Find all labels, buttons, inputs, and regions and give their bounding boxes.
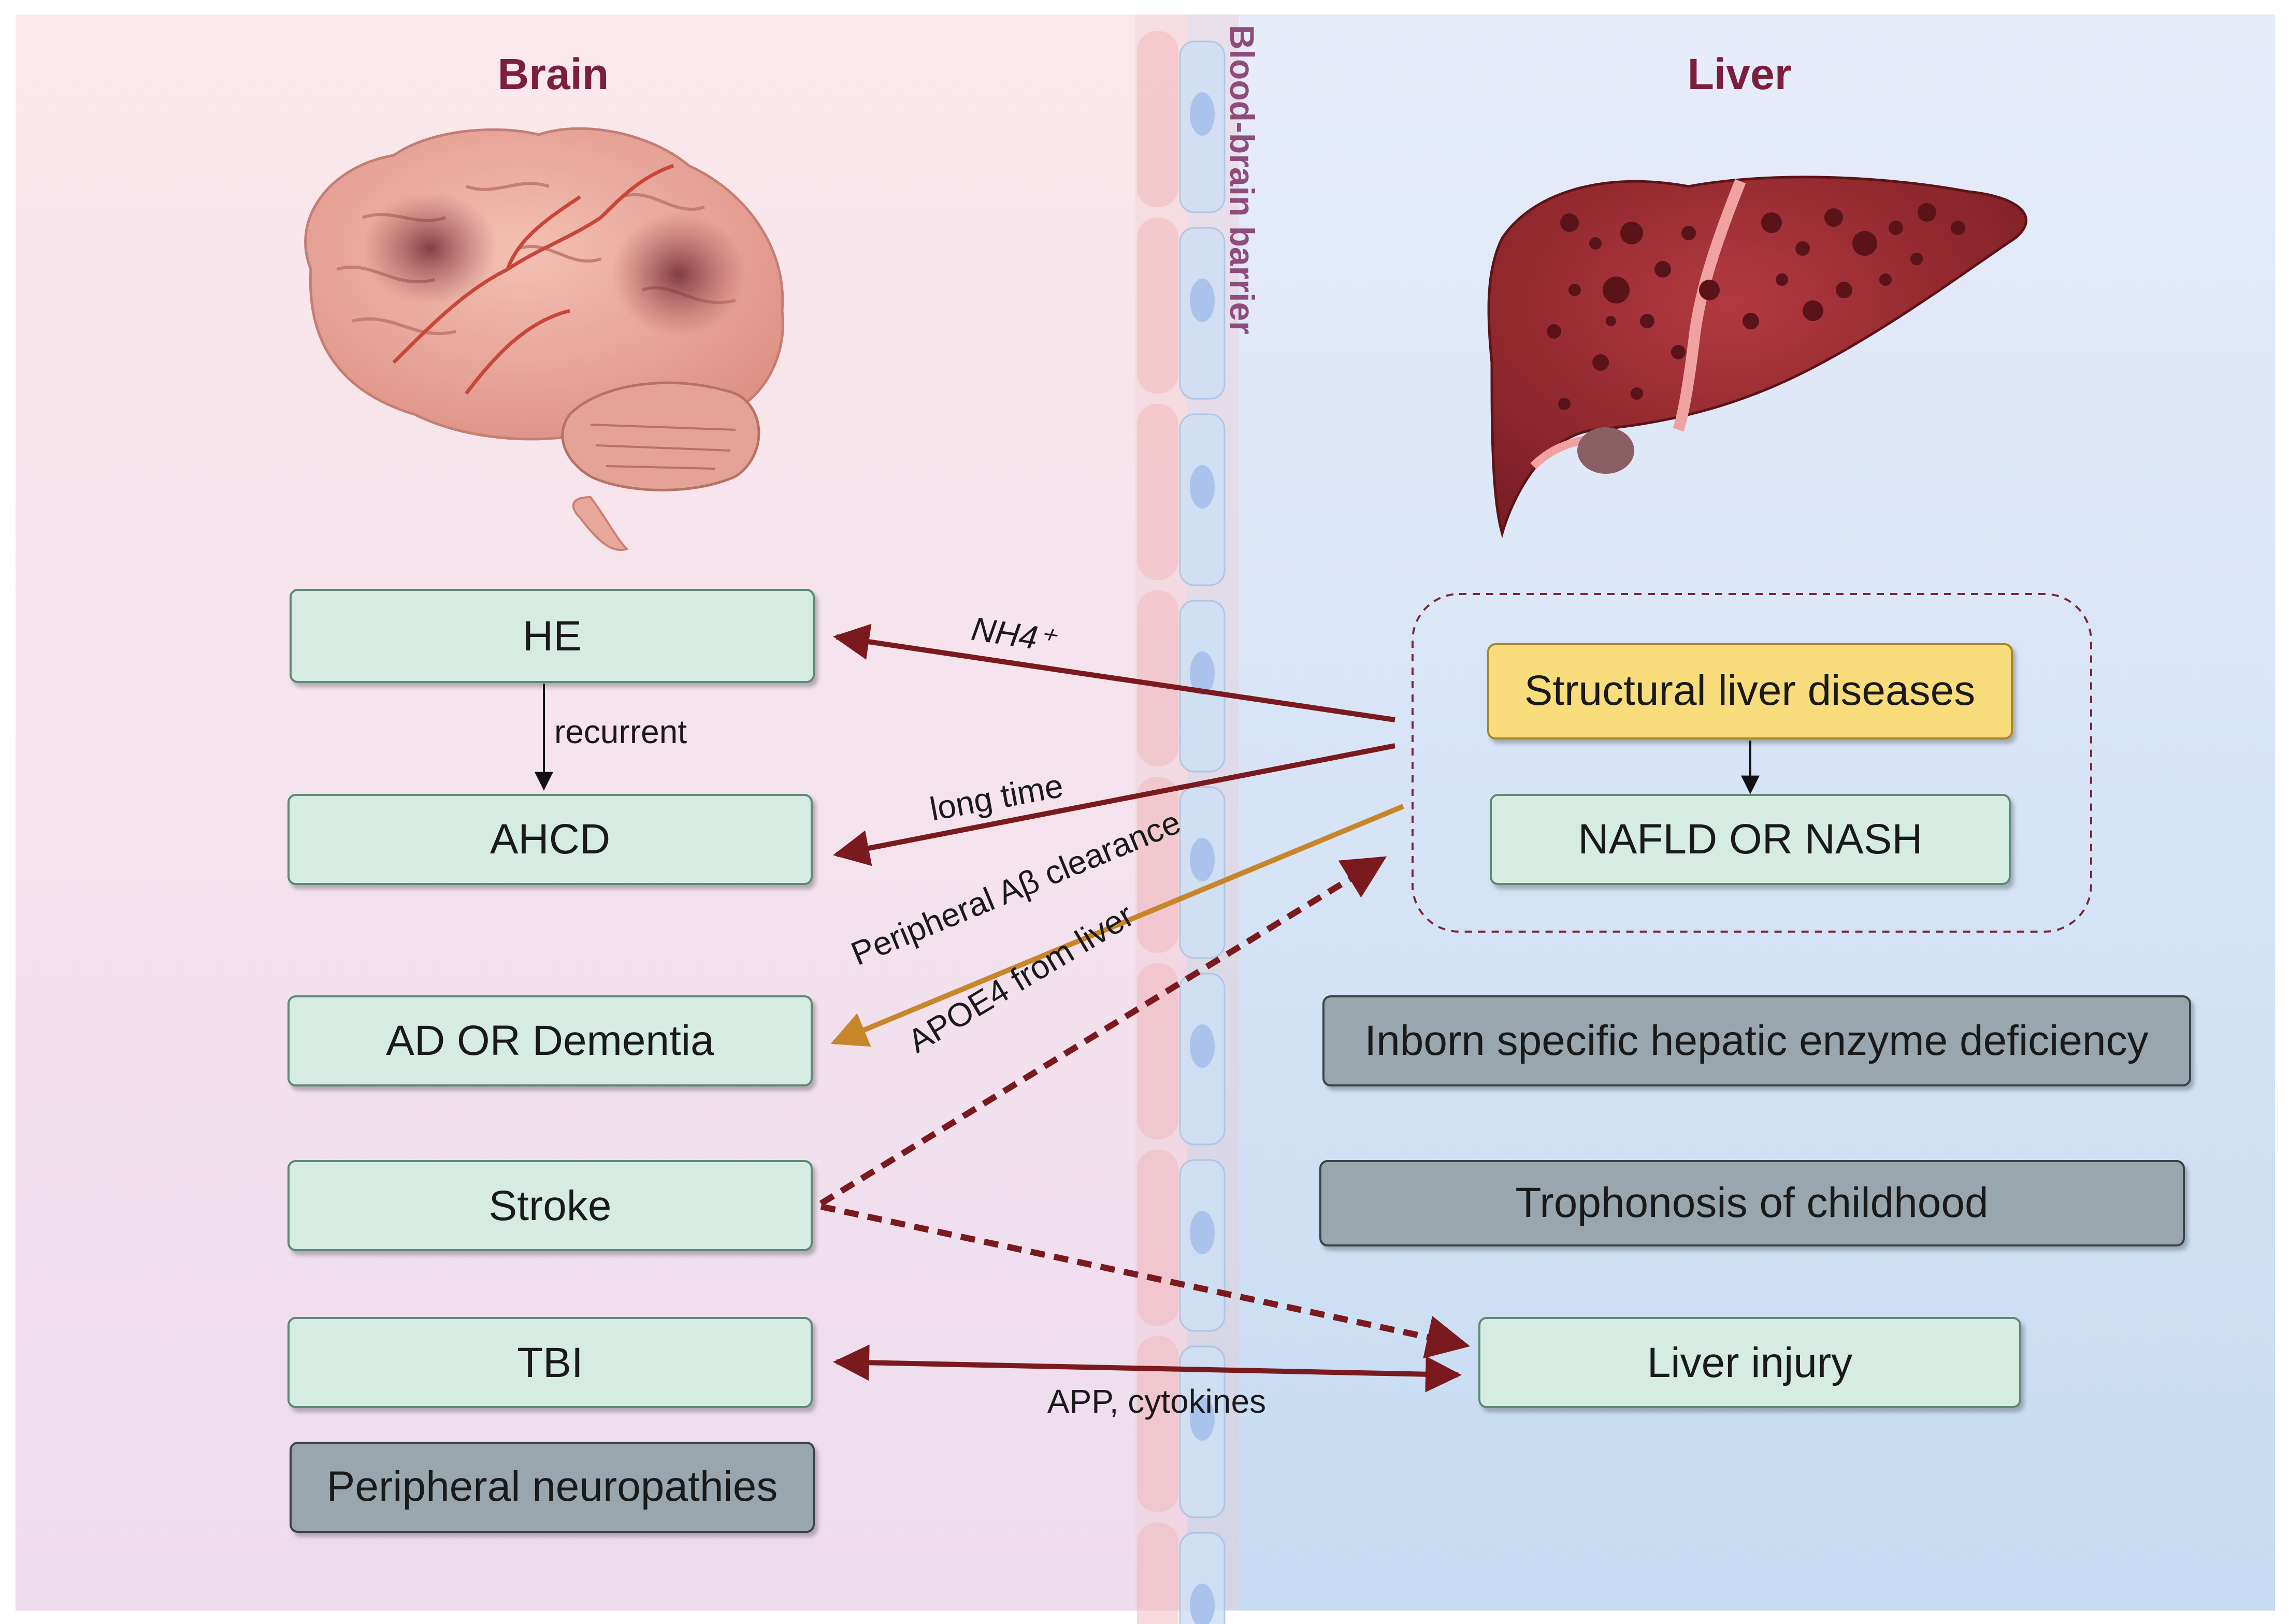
blood-brain-barrier-label: Blood-brain barrier xyxy=(1223,25,1261,335)
arrow-liver-to-he xyxy=(833,624,1395,722)
node-ahcd-label: AHCD xyxy=(490,816,610,863)
node-trophonosis-of-childhood-label: Trophonosis of childhood xyxy=(1515,1179,1988,1226)
edge-label-app-cytokines: APP, cytokines xyxy=(1047,1383,1266,1420)
liver-panel-title: Liver xyxy=(1688,50,1792,98)
arrow-tbi-liver-injury-bidirectional xyxy=(833,1344,1462,1393)
node-he-label: HE xyxy=(523,613,582,660)
arrow-stroke-to-liver-injury xyxy=(820,1204,1471,1359)
arrow-stroke-to-liver-diseases xyxy=(819,856,1387,1207)
node-nafld-nash: NAFLD OR NASH xyxy=(1490,794,2011,885)
node-structural-liver-diseases-label: Structural liver diseases xyxy=(1524,667,1975,714)
node-peripheral-neuropathies: Peripheral neuropathies xyxy=(290,1442,815,1533)
brain-illustration xyxy=(304,127,784,551)
node-liver-injury-label: Liver injury xyxy=(1647,1339,1852,1386)
node-liver-injury: Liver injury xyxy=(1478,1317,2021,1408)
arrow-liver-to-ahcd xyxy=(833,743,1395,866)
node-trophonosis-of-childhood: Trophonosis of childhood xyxy=(1319,1160,2185,1246)
node-stroke-label: Stroke xyxy=(489,1182,612,1229)
node-tbi: TBI xyxy=(287,1317,813,1408)
node-ad-dementia: AD OR Dementia xyxy=(287,995,813,1086)
node-ahcd: AHCD xyxy=(287,794,813,885)
node-structural-liver-diseases: Structural liver diseases xyxy=(1487,643,2013,740)
node-inborn-enzyme-deficiency: Inborn specific hepatic enzyme deficienc… xyxy=(1322,995,2191,1086)
liver-disease-group-outline xyxy=(1412,593,2092,933)
arrow-liver-to-ad xyxy=(830,804,1404,1047)
node-he: HE xyxy=(290,589,815,683)
edge-label-recurrent: recurrent xyxy=(554,713,687,750)
node-stroke: Stroke xyxy=(287,1160,813,1251)
node-peripheral-neuropathies-label: Peripheral neuropathies xyxy=(327,1463,778,1510)
node-ad-dementia-label: AD OR Dementia xyxy=(386,1017,714,1064)
node-tbi-label: TBI xyxy=(517,1339,583,1386)
brain-panel-title: Brain xyxy=(498,50,609,98)
node-nafld-nash-label: NAFLD OR NASH xyxy=(1578,816,1922,863)
liver-illustration xyxy=(1487,176,2027,539)
node-inborn-enzyme-deficiency-label: Inborn specific hepatic enzyme deficienc… xyxy=(1364,1017,2148,1064)
